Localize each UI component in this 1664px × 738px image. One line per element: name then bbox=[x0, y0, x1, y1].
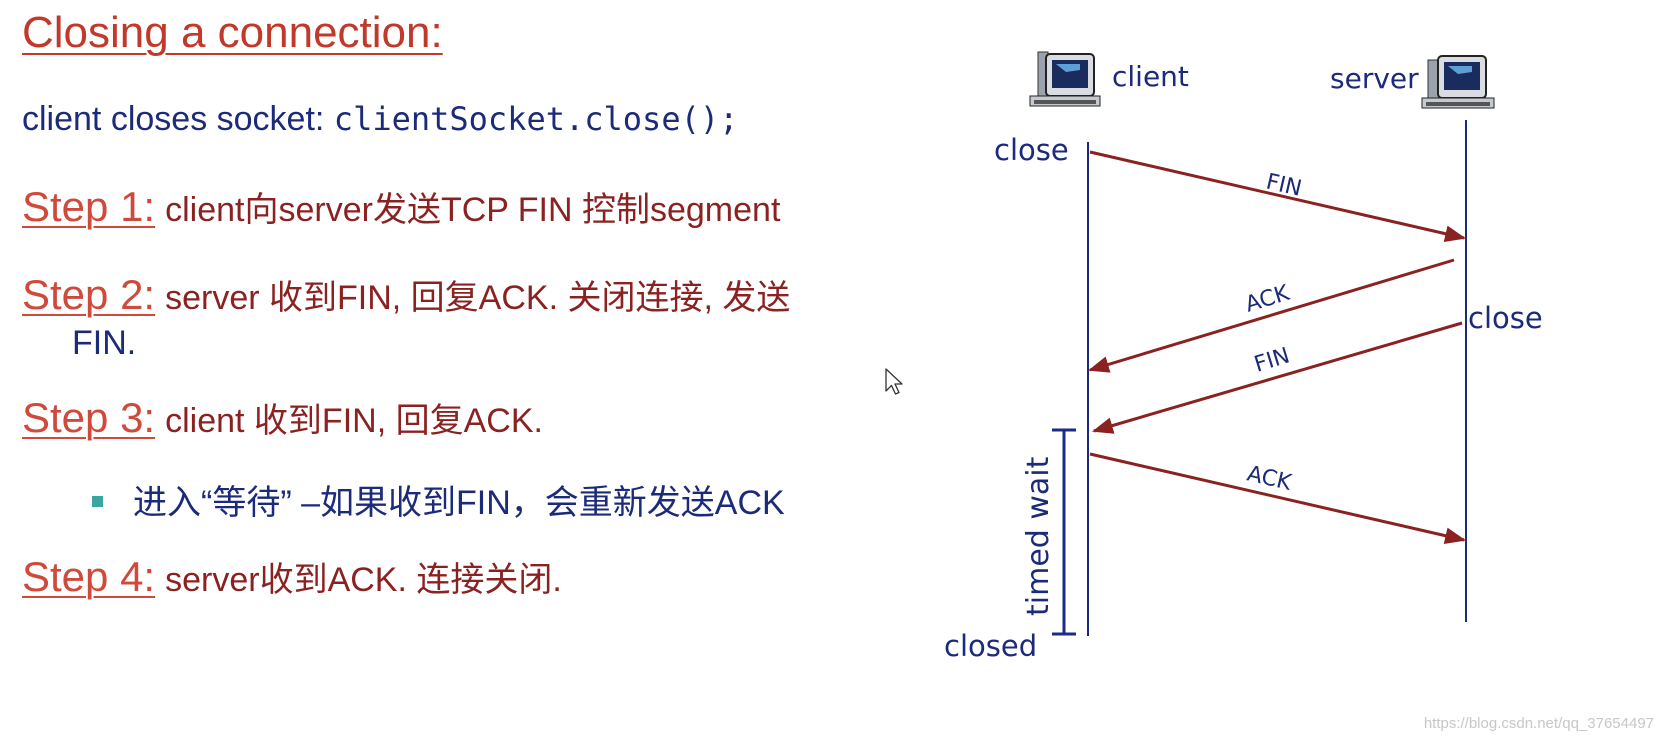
intro-code: clientSocket.close(); bbox=[333, 100, 739, 138]
step-2-text: server 收到FIN, 回复ACK. 关闭连接, 发送 bbox=[165, 279, 791, 317]
step-3-text: client 收到FIN, 回复ACK. bbox=[165, 402, 543, 440]
watermark: https://blog.csdn.net/qq_37654497 bbox=[1423, 715, 1654, 732]
step-2-label: Step 2: bbox=[22, 271, 156, 318]
mouse-cursor-icon bbox=[885, 368, 903, 395]
step-4: Step 4:server收到ACK. 连接关闭. bbox=[22, 552, 562, 601]
step-4-text: server收到ACK. 连接关闭. bbox=[165, 561, 562, 599]
client-label: client bbox=[1112, 60, 1189, 93]
fin-arrow-1 bbox=[1089, 150, 1467, 242]
bullet-icon bbox=[92, 495, 103, 507]
step-3-bullet: 进入“等待” –如果收到FIN，会重新发送ACK bbox=[92, 475, 785, 524]
step-1: Step 1:client向server发送TCP FIN 控制segment bbox=[22, 182, 780, 231]
timed-wait-bracket bbox=[1052, 428, 1076, 636]
client-computer-icon bbox=[1029, 51, 1101, 107]
step-4-label: Step 4: bbox=[22, 553, 156, 600]
step-3-label: Step 3: bbox=[22, 394, 156, 441]
step-2: Step 2:server 收到FIN, 回复ACK. 关闭连接, 发送 bbox=[22, 270, 790, 319]
slide-title: Closing a connection: bbox=[22, 8, 443, 57]
step-3-bullet-text: 进入“等待” –如果收到FIN，会重新发送ACK bbox=[133, 484, 785, 522]
fin-arrow-2 bbox=[1091, 321, 1463, 434]
intro-text: client closes socket: bbox=[22, 100, 334, 138]
step-1-text: client向server发送TCP FIN 控制segment bbox=[165, 191, 781, 229]
ack-arrow-1 bbox=[1087, 258, 1455, 373]
step-1-label: Step 1: bbox=[22, 183, 156, 230]
closed-label: closed bbox=[944, 629, 1037, 663]
client-close-label: close bbox=[994, 133, 1069, 167]
timed-wait-label: timed wait bbox=[1021, 456, 1056, 616]
step-3: Step 3:client 收到FIN, 回复ACK. bbox=[22, 393, 543, 442]
tcp-close-diagram: client server close close FIN ACK FIN AC… bbox=[944, 51, 1543, 663]
intro-line: client closes socket: clientSocket.close… bbox=[22, 100, 738, 139]
server-computer-icon bbox=[1421, 55, 1495, 109]
fin-label-1: FIN bbox=[1264, 169, 1304, 201]
ack-arrow-2 bbox=[1089, 452, 1467, 544]
server-close-label: close bbox=[1468, 301, 1543, 335]
fin-label-2: FIN bbox=[1251, 343, 1292, 377]
server-label: server bbox=[1330, 62, 1419, 95]
step-2-continued: FIN. bbox=[72, 324, 137, 362]
